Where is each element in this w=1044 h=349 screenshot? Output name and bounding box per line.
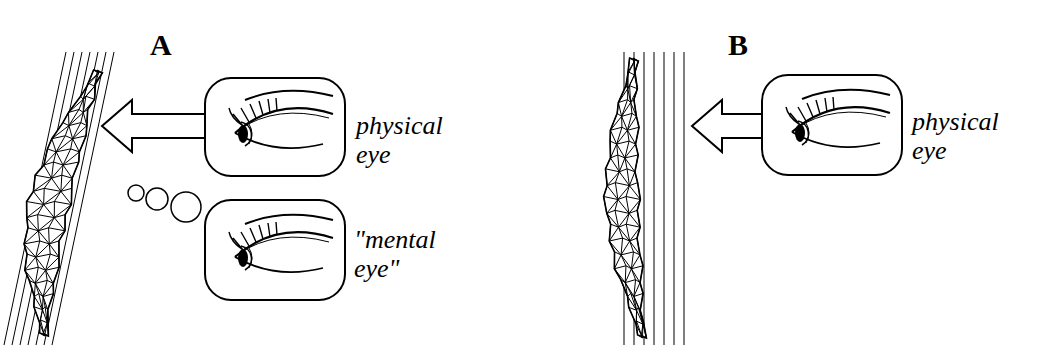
eye-bubble bbox=[205, 200, 345, 300]
panel-label: B bbox=[728, 30, 748, 60]
thought-bubbles bbox=[128, 185, 201, 222]
eye-label: "mental eye" bbox=[354, 226, 454, 283]
surface-mesh bbox=[24, 70, 102, 336]
surface-mesh bbox=[604, 58, 647, 338]
panel-label: A bbox=[150, 30, 172, 60]
surface-lines bbox=[4, 52, 114, 345]
eye-bubble bbox=[205, 78, 345, 176]
eye-label: physical eye bbox=[912, 108, 1012, 165]
eye-label: physical eye bbox=[356, 112, 456, 169]
eye-bubble bbox=[762, 75, 902, 175]
